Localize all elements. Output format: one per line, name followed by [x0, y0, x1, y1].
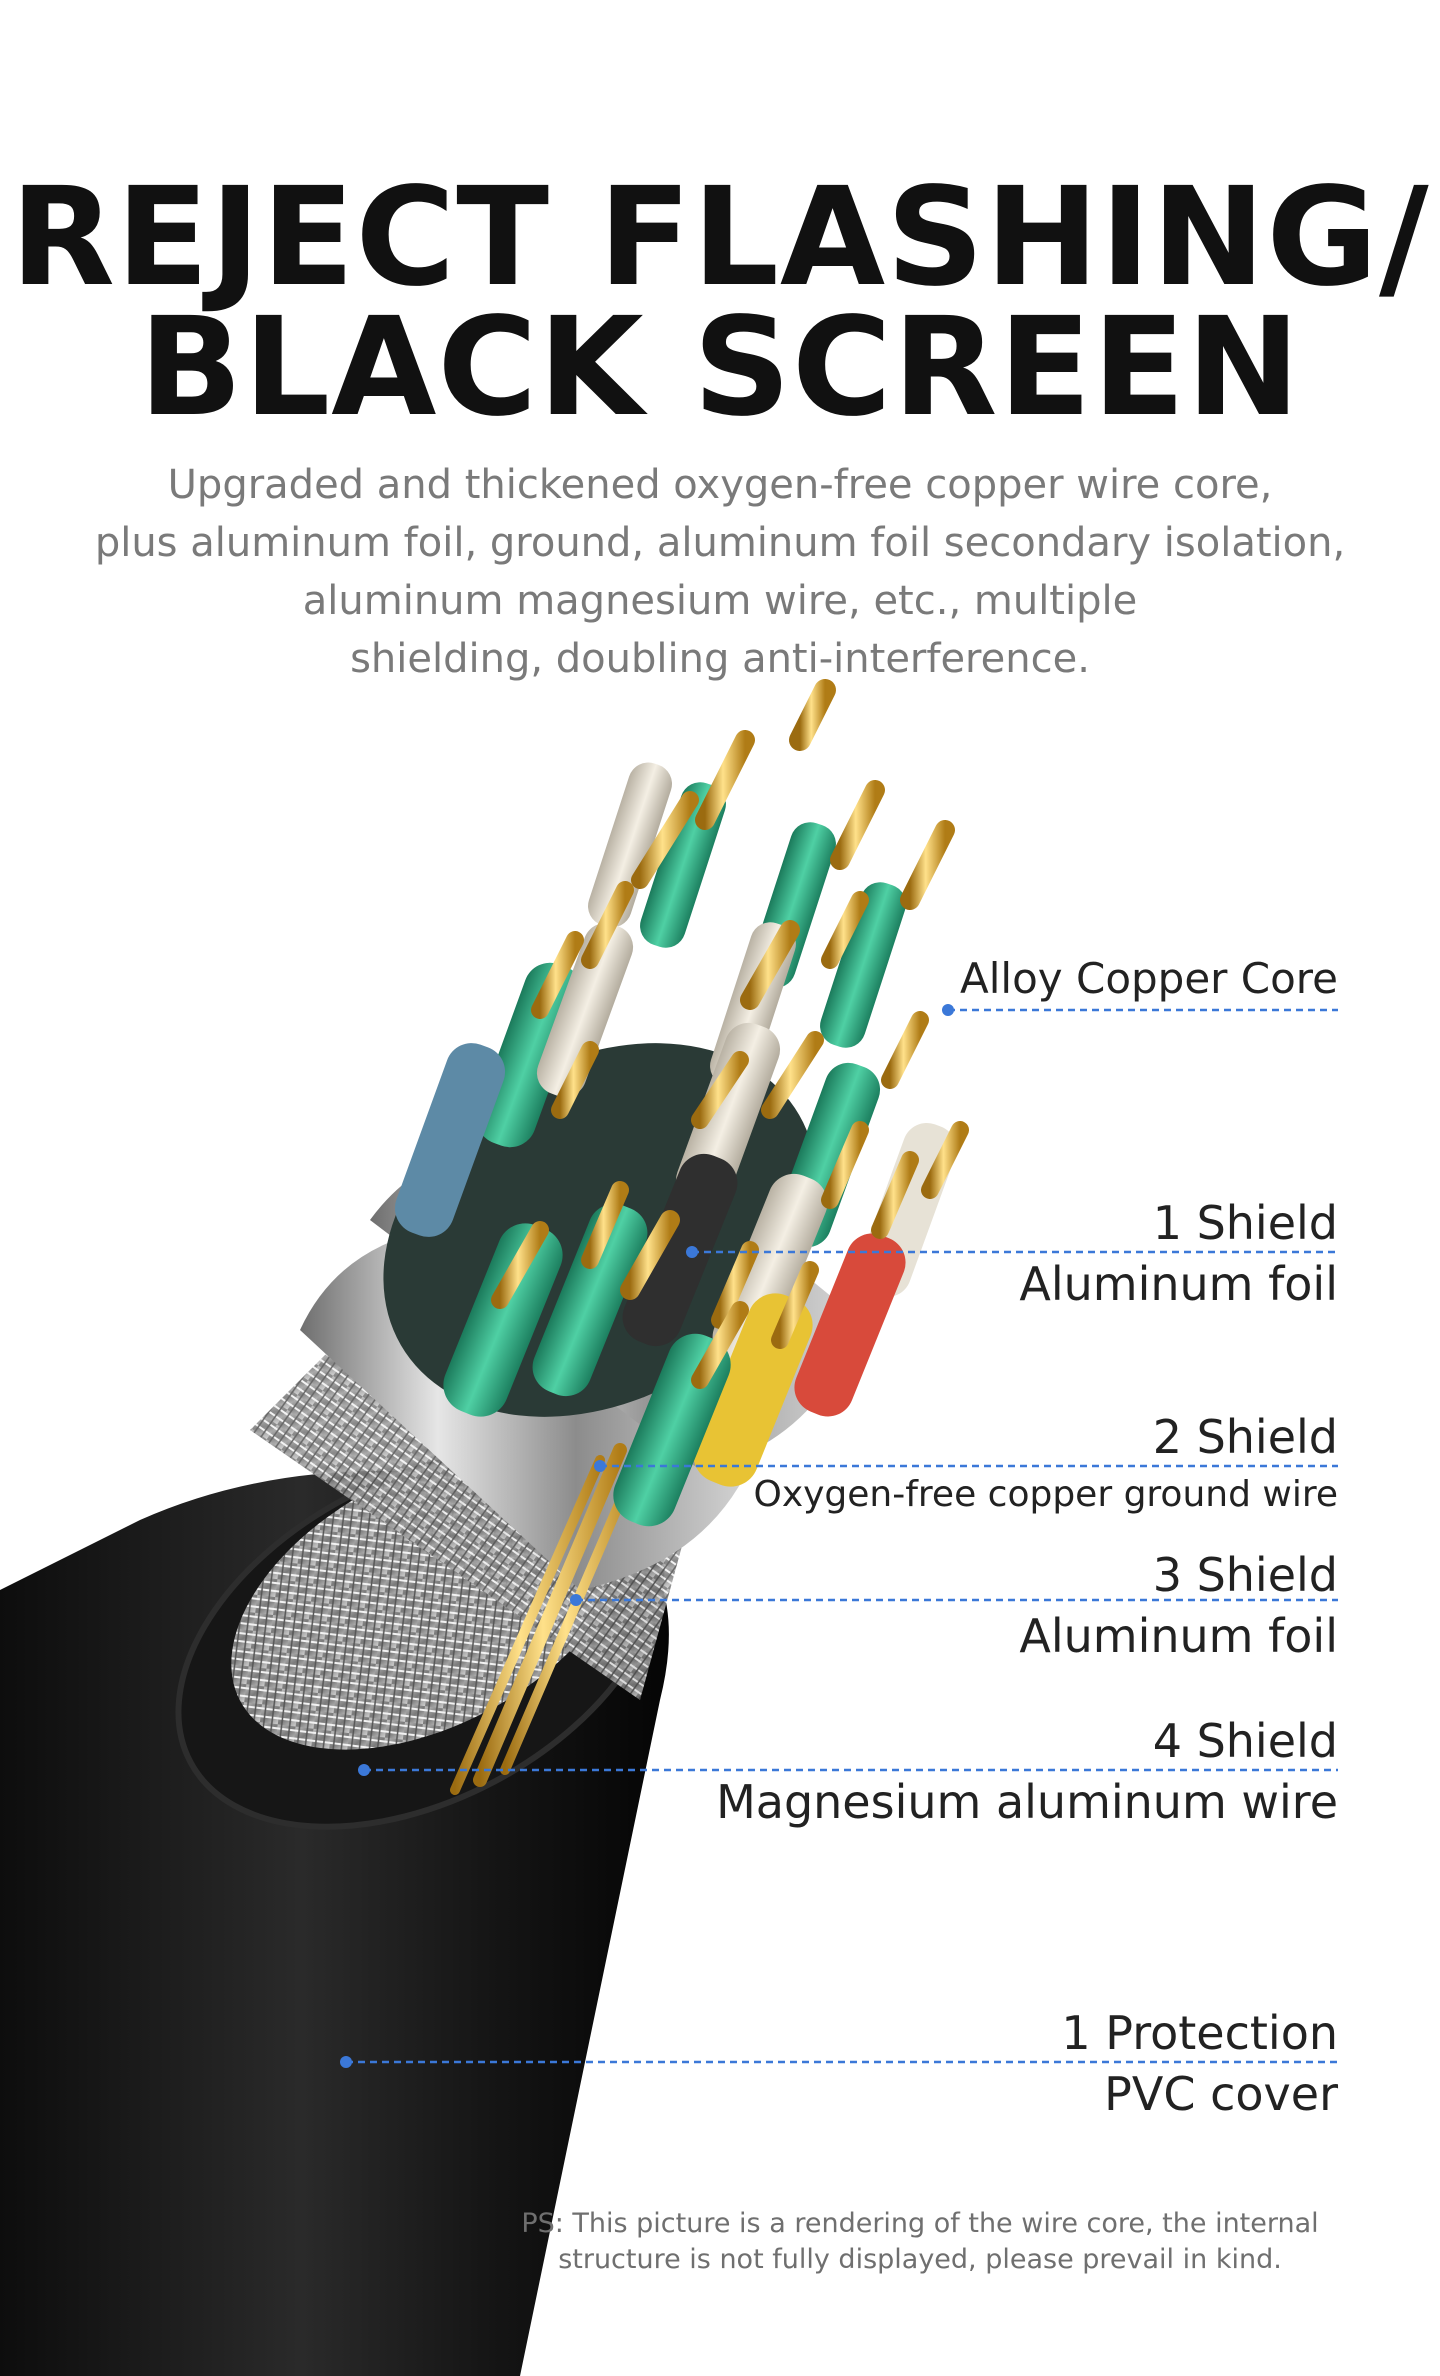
cable-illustration	[0, 679, 1338, 2376]
footnote-line: structure is not fully displayed, please…	[558, 2244, 1282, 2275]
protection-title: 1 Protection	[1061, 2006, 1338, 2060]
subtitle: Upgraded and thickened oxygen-free coppe…	[0, 456, 1440, 688]
label-shield-4: 4 Shield Magnesium aluminum wire	[716, 1712, 1338, 1834]
headline-line-2: BLACK SCREEN	[138, 289, 1302, 447]
footnote-line: PS: This picture is a rendering of the w…	[521, 2208, 1319, 2239]
subtitle-line: Upgraded and thickened oxygen-free coppe…	[167, 462, 1273, 508]
wire-bundle	[383, 679, 969, 1527]
footnote: PS: This picture is a rendering of the w…	[420, 2206, 1420, 2278]
protection-desc: PVC cover	[1104, 2067, 1338, 2121]
leader-lines	[340, 1004, 1338, 2068]
label-shield-2: 2 Shield Oxygen-free copper ground wire	[753, 1408, 1338, 1524]
shield-2-desc: Oxygen-free copper ground wire	[753, 1474, 1338, 1515]
subtitle-line: plus aluminum foil, ground, aluminum foi…	[94, 520, 1346, 566]
shield-1-desc: Aluminum foil	[1019, 1257, 1338, 1311]
shield-3-title: 3 Shield	[1152, 1548, 1338, 1602]
headline-line-1: REJECT FLASHING/	[10, 159, 1430, 317]
shield-3-desc: Aluminum foil	[1019, 1609, 1338, 1663]
shield-1-title: 1 Shield	[1152, 1196, 1338, 1250]
shield-4-desc: Magnesium aluminum wire	[716, 1775, 1338, 1829]
label-shield-3: 3 Shield Aluminum foil	[1019, 1546, 1338, 1668]
label-alloy-copper-core: Alloy Copper Core	[960, 954, 1338, 1003]
subtitle-line: shielding, doubling anti-interference.	[350, 636, 1090, 682]
label-protection: 1 Protection PVC cover	[1061, 2004, 1338, 2126]
subtitle-line: aluminum magnesium wire, etc., multiple	[302, 578, 1138, 624]
shield-2-title: 2 Shield	[1152, 1410, 1338, 1464]
shield-4-title: 4 Shield	[1152, 1714, 1338, 1768]
label-shield-1: 1 Shield Aluminum foil	[1019, 1194, 1338, 1316]
